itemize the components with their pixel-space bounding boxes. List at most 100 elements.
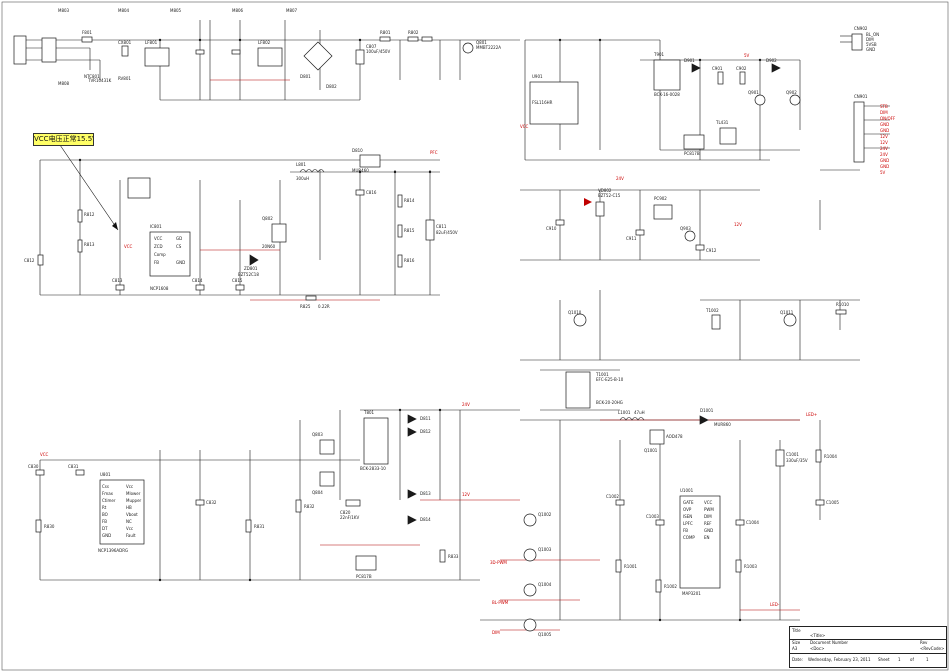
u801-pin-15: Vcc — [126, 526, 133, 531]
cn901-pin-6: 12V — [880, 134, 888, 139]
label-m803: M803 — [58, 8, 70, 13]
label-l801: L801 — [296, 162, 306, 167]
pin-cs: CS — [176, 244, 182, 249]
label-r813: R813 — [84, 242, 95, 247]
y-cap-b — [231, 49, 241, 55]
label-q901: Q901 — [748, 90, 759, 95]
net-pfc: PFC — [430, 150, 438, 155]
cn901-pin-3: ON/OFF — [880, 116, 896, 121]
diode-d902 — [771, 63, 781, 73]
label-c911: C911 — [626, 236, 637, 241]
rev-value: <RevCode> — [920, 646, 945, 651]
label-d810-val: MUR460 — [352, 168, 369, 173]
ac-input-section: M803 M804 M805 M806 M807 M808 F801 LF801… — [13, 8, 520, 101]
label-c807-val: 100uF/450V — [366, 49, 390, 54]
label-u901: U901 — [532, 74, 543, 79]
net-5v: 5V — [744, 53, 750, 58]
u801-pin-13: Vboot — [126, 512, 138, 517]
cn901-pin-9: 24V — [880, 152, 888, 157]
label-r815: R815 — [404, 228, 415, 233]
label-fuse: F801 — [82, 30, 92, 35]
llc-section: U801 NCP1396ADRG Css Fmax Ctimer Rt BO F… — [28, 402, 520, 581]
cap-c1005 — [815, 499, 825, 506]
aux-transformer — [127, 177, 151, 199]
net-vcc-standby: VCC — [520, 124, 529, 129]
cn901-pin-4: GND — [880, 122, 889, 127]
net-dim: DIM — [492, 630, 500, 635]
label-ntc: NTC801 — [84, 74, 100, 79]
label-c815: C815 — [232, 278, 243, 283]
boost-inductor-l1001 — [619, 417, 645, 421]
cn901-pin-7: 12V — [880, 140, 888, 145]
label-t1002: T1002 — [705, 308, 719, 313]
label-d810: D810 — [352, 148, 363, 153]
pin-gd: GD — [176, 236, 182, 241]
cap-c816 — [355, 189, 365, 196]
u1001-pin-4: LPFC — [683, 521, 693, 526]
label-d801: D801 — [300, 74, 311, 79]
right-connectors: CN902 BL_ON DIM 5VSB GND CN901 STB DIM O… — [820, 26, 896, 175]
cap-c831 — [75, 469, 85, 476]
label-q1003: Q1003 — [538, 547, 552, 552]
date-value: Wednesday, February 23, 2011 — [808, 657, 871, 662]
cn902-pin-1: BL_ON — [866, 32, 879, 37]
label-r825: R825 — [300, 304, 311, 309]
u1001-pin-3: ISEN — [683, 514, 692, 519]
transistor-q1005 — [523, 618, 537, 632]
label-m804: M804 — [118, 8, 130, 13]
transformer-t1001 — [565, 371, 591, 409]
label-r814: R814 — [404, 198, 415, 203]
u801-pin-9: Vcc — [126, 484, 133, 489]
label-r802: R802 — [408, 30, 419, 35]
label-c820-val: 22nF/1KV — [340, 515, 359, 520]
label-lf801: LF801 — [145, 40, 158, 45]
u1001-pin-10: REF — [704, 521, 712, 526]
label-c1004: C1004 — [746, 520, 759, 525]
transistor-q1010 — [573, 313, 587, 327]
pin-zcd: ZCD — [154, 244, 163, 249]
u801-pin-14: NC — [126, 519, 132, 524]
label-d812: D812 — [420, 429, 431, 434]
u801-pin-7: DT — [102, 526, 108, 531]
diode-d901 — [691, 63, 701, 73]
label-c830: C830 — [28, 464, 39, 469]
label-q804: Q804 — [312, 490, 323, 495]
label-t1001: T1001 — [595, 372, 609, 377]
label-c1001-val: 330uF/35V — [786, 458, 808, 463]
transistor-q1003 — [523, 548, 537, 562]
cn902-pin-4: GND — [866, 47, 875, 52]
label-c807: C807 — [366, 44, 377, 49]
u801-pin-5: BO — [102, 512, 108, 517]
label-q1010: Q1010 — [568, 310, 582, 315]
label-m808: M808 — [58, 81, 70, 86]
title-value: <Title> — [810, 633, 826, 638]
sheet-label: Sheet — [878, 657, 890, 662]
label-d814: D814 — [420, 517, 431, 522]
title-block: Title <Title> Size A3 Document Number <D… — [789, 626, 947, 668]
standby-section: U901 FSL116HR T901 BCK-16-0028 PC817B TL… — [520, 39, 801, 161]
label-q1001: Q1001 — [644, 448, 658, 453]
cn902-pin-3: 5VSB — [866, 42, 877, 47]
output-diode-d814 — [407, 515, 417, 525]
cap-c912 — [695, 244, 705, 251]
label-r1010: R1010 — [836, 302, 849, 307]
label-cx801: CX801 — [118, 40, 132, 45]
resistor-r3 — [421, 36, 433, 42]
boost-mosfet-q1001 — [649, 429, 665, 445]
pin-comp: Comp — [154, 252, 166, 257]
label-r1004: R1004 — [824, 454, 837, 459]
u1001-pin-12: EN — [704, 535, 710, 540]
label-r830: R830 — [44, 524, 55, 529]
u801-pin-11: Mupper — [126, 498, 142, 503]
label-d811: D811 — [420, 416, 431, 421]
u801-pin-6: FB — [102, 519, 107, 524]
label-r831: R831 — [254, 524, 265, 529]
resistor-r833 — [439, 549, 446, 563]
net-bl-pwm: BL-PWM — [492, 600, 509, 605]
callout-arrowhead — [112, 222, 118, 230]
opto-t1002 — [711, 314, 721, 330]
llc-ic-u801 — [99, 479, 145, 545]
ac-connector — [13, 35, 27, 65]
pfc-inductor-l801 — [299, 169, 325, 173]
